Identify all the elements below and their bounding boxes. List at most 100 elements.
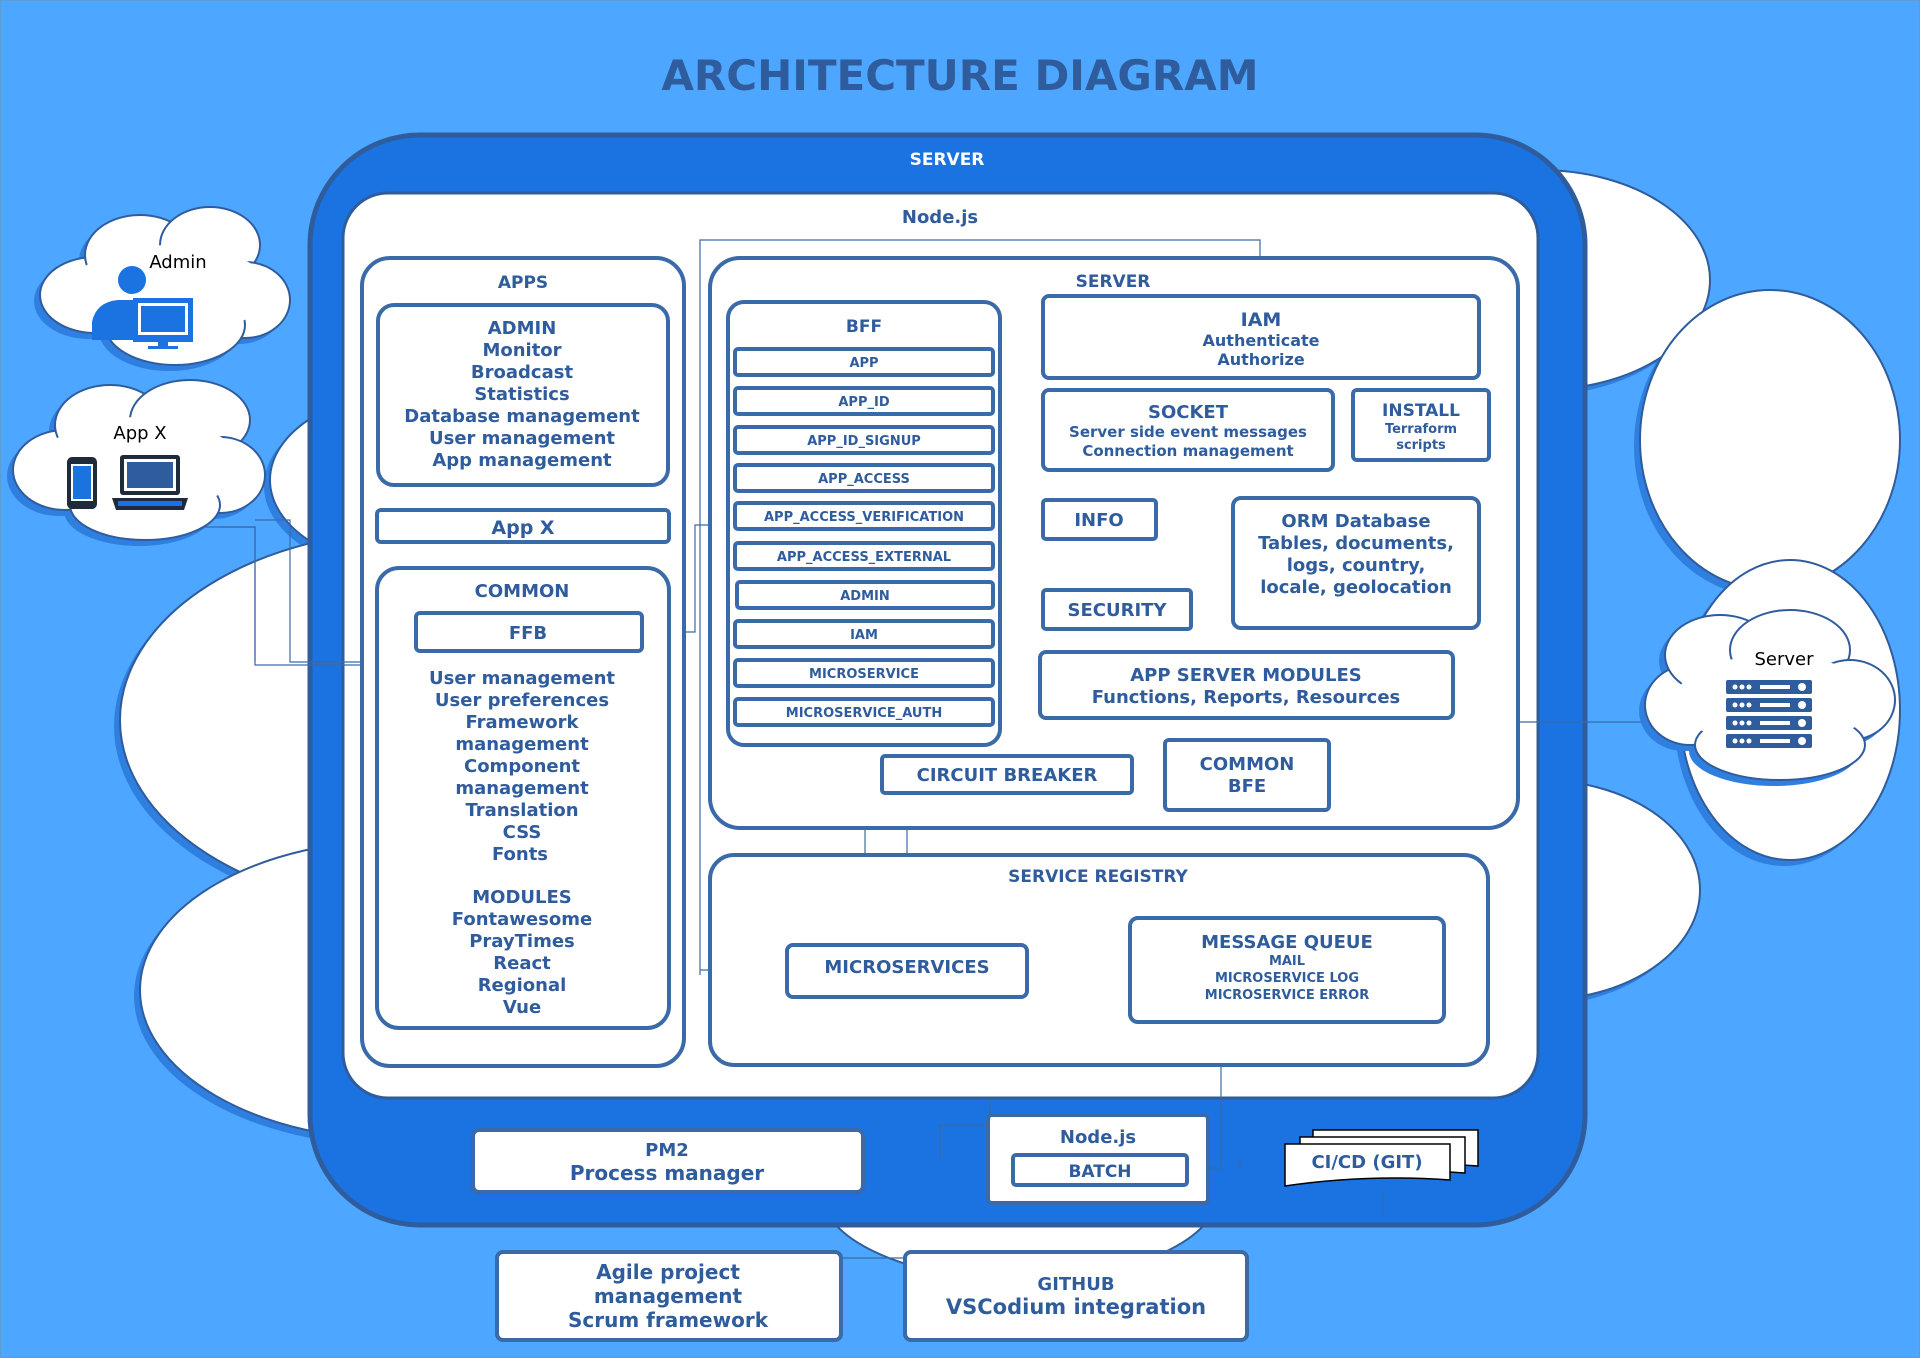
pm2-line: Process manager — [570, 1161, 764, 1185]
socket-line: Connection management — [1082, 442, 1293, 460]
admin-app-line: App management — [432, 450, 612, 471]
bff-item-microservice[interactable]: MICROSERVICE — [733, 658, 995, 688]
bff-item-app-id[interactable]: APP_ID — [733, 386, 995, 416]
socket-box[interactable]: SOCKET Server side event messages Connec… — [1041, 388, 1335, 472]
apps-panel: APPS ADMIN Monitor Broadcast Statistics … — [360, 256, 686, 1068]
app-x-client-label: App X — [113, 423, 166, 444]
microservices-box[interactable]: MICROSERVICES — [785, 943, 1029, 999]
agile-line: Scrum framework — [568, 1308, 769, 1332]
github-box[interactable]: GITHUB VSCodium integration — [903, 1250, 1249, 1342]
install-box[interactable]: INSTALL Terraform scripts — [1351, 388, 1491, 462]
common-line: CSS — [503, 822, 542, 843]
admin-app-line: User management — [429, 428, 615, 449]
pm2-line: PM2 — [645, 1140, 689, 1161]
install-line: Terraform — [1385, 422, 1457, 437]
common-box: COMMON FFB User management User preferen… — [375, 566, 671, 1030]
bff-item-admin[interactable]: ADMIN — [735, 580, 995, 610]
app-server-modules-box[interactable]: APP SERVER MODULES Functions, Reports, R… — [1038, 650, 1455, 720]
laptop-icon — [112, 455, 188, 510]
bff-item-label: IAM — [850, 628, 878, 643]
module-item: PrayTimes — [469, 931, 575, 952]
github-line: GITHUB — [1037, 1274, 1114, 1295]
node-batch-box: Node.js BATCH — [986, 1113, 1210, 1205]
agile-line: Agile project — [596, 1260, 740, 1284]
admin-app-box[interactable]: ADMIN Monitor Broadcast Statistics Datab… — [376, 303, 670, 487]
bff-item-microservice-auth[interactable]: MICROSERVICE_AUTH — [733, 697, 995, 727]
security-label: SECURITY — [1068, 600, 1168, 621]
batch-box[interactable]: BATCH — [1011, 1153, 1189, 1187]
circuit-breaker-label: CIRCUIT BREAKER — [917, 765, 1098, 786]
iam-box[interactable]: IAM Authenticate Authorize — [1041, 294, 1481, 380]
bff-item-iam[interactable]: IAM — [733, 619, 995, 649]
install-title: INSTALL — [1382, 401, 1460, 421]
bff-item-label: APP_ACCESS_VERIFICATION — [764, 510, 964, 525]
message-queue-line: MAIL — [1269, 954, 1305, 969]
info-box[interactable]: INFO — [1041, 498, 1158, 541]
common-bfe-box[interactable]: COMMON BFE — [1163, 738, 1331, 812]
bff-item-app[interactable]: APP — [733, 347, 995, 377]
common-line: User management — [429, 668, 615, 689]
orm-line: logs, country, — [1287, 555, 1426, 576]
app-x-box[interactable]: App X — [375, 508, 671, 544]
app-server-modules-title: APP SERVER MODULES — [1130, 665, 1362, 686]
apps-title: APPS — [498, 273, 548, 293]
orm-database-box[interactable]: ORM Database Tables, documents, logs, co… — [1231, 496, 1481, 630]
iam-line: Authorize — [1217, 350, 1304, 369]
socket-title: SOCKET — [1148, 402, 1229, 423]
admin-label: Admin — [149, 252, 206, 273]
module-item: Vue — [503, 997, 541, 1018]
orm-line: locale, geolocation — [1260, 577, 1452, 598]
module-item: Fontawesome — [452, 909, 592, 930]
bff-item-label: APP_ID — [838, 395, 889, 410]
admin-app-line: Broadcast — [471, 362, 574, 383]
microservices-label: MICROSERVICES — [824, 957, 989, 978]
common-line: management — [455, 778, 589, 799]
bff-item-label: APP_ACCESS_EXTERNAL — [777, 550, 951, 565]
common-line: Fonts — [492, 844, 548, 865]
node-batch-title: Node.js — [1060, 1127, 1136, 1148]
circuit-breaker-box[interactable]: CIRCUIT BREAKER — [880, 754, 1134, 795]
bff-title: BFF — [846, 317, 882, 337]
socket-line: Server side event messages — [1069, 423, 1307, 441]
message-queue-line: MICROSERVICE ERROR — [1205, 988, 1369, 1003]
document-stack-icon — [1284, 1129, 1479, 1187]
diagram-title: ARCHITECTURE DIAGRAM — [661, 51, 1258, 100]
bff-item-app-id-signup[interactable]: APP_ID_SIGNUP — [733, 425, 995, 455]
bff-item-app-access-verification[interactable]: APP_ACCESS_VERIFICATION — [733, 501, 995, 531]
admin-cloud[interactable]: Admin — [34, 206, 291, 371]
common-line: Translation — [465, 800, 578, 821]
common-line: Framework — [466, 712, 580, 733]
common-title: COMMON — [475, 581, 570, 602]
bff-item-app-access[interactable]: APP_ACCESS — [733, 463, 995, 493]
app-x-cloud[interactable]: App X — [7, 379, 266, 546]
admin-app-line: ADMIN — [488, 318, 557, 339]
nodejs-label: Node.js — [902, 207, 978, 228]
bff-box: BFF APP APP_ID APP_ID_SIGNUP APP_ACCESS … — [726, 300, 1002, 747]
service-registry-panel: SERVICE REGISTRY MICROSERVICES MESSAGE Q… — [708, 853, 1490, 1067]
server-cloud[interactable]: Server — [1639, 609, 1896, 786]
security-box[interactable]: SECURITY — [1041, 588, 1193, 631]
common-bfe-line: COMMON — [1200, 754, 1295, 775]
info-label: INFO — [1074, 510, 1123, 531]
server-panel: SERVER BFF APP APP_ID APP_ID_SIGNUP APP_… — [708, 256, 1520, 830]
ffb-box[interactable]: FFB — [414, 611, 644, 653]
message-queue-title: MESSAGE QUEUE — [1201, 932, 1373, 953]
module-item: Regional — [478, 975, 567, 996]
message-queue-line: MICROSERVICE LOG — [1215, 971, 1359, 986]
common-bfe-line: BFE — [1228, 776, 1266, 797]
bff-item-app-access-external[interactable]: APP_ACCESS_EXTERNAL — [733, 541, 995, 571]
bff-item-label: MICROSERVICE — [809, 667, 919, 682]
modules-title: MODULES — [472, 887, 572, 908]
bff-item-label: APP — [849, 356, 878, 371]
install-line: scripts — [1396, 438, 1446, 453]
orm-line: Tables, documents, — [1258, 533, 1454, 554]
pm2-box[interactable]: PM2 Process manager — [471, 1128, 865, 1194]
agile-line: management — [594, 1284, 743, 1308]
agile-box[interactable]: Agile project management Scrum framework — [495, 1250, 843, 1342]
common-line: management — [455, 734, 589, 755]
app-server-modules-subtitle: Functions, Reports, Resources — [1092, 687, 1401, 708]
phone-icon — [67, 457, 97, 509]
cicd-document-stack[interactable]: CI/CD (GIT) — [1284, 1129, 1479, 1187]
message-queue-box[interactable]: MESSAGE QUEUE MAIL MICROSERVICE LOG MICR… — [1128, 916, 1446, 1024]
